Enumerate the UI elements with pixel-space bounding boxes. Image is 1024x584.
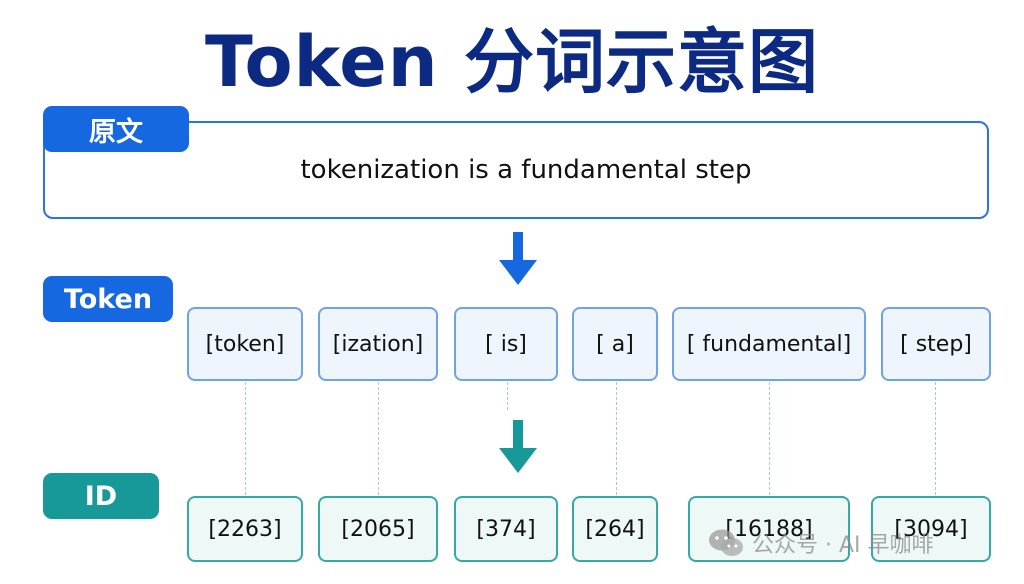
id-box: [2065] [318, 496, 438, 562]
token-box: [ization] [318, 307, 438, 381]
token-box: [ is] [454, 307, 558, 381]
original-text: tokenization is a fundamental step [300, 155, 752, 185]
watermark: 公众号 · AI 早咖啡 [708, 527, 934, 559]
id-box: [264] [572, 496, 658, 562]
token-box: [ fundamental] [672, 307, 866, 381]
token-box: [ step] [881, 307, 991, 381]
connector-line [769, 382, 770, 495]
watermark-text: 公众号 · AI 早咖啡 [752, 533, 934, 558]
original-text-box: tokenization is a fundamental step [43, 121, 989, 219]
connector-line [378, 382, 379, 495]
id-box: [3094] [871, 496, 991, 562]
id-box: [374] [454, 496, 558, 562]
connector-line [245, 382, 246, 495]
connector-line [616, 382, 617, 495]
id-box: [2263] [187, 496, 303, 562]
arrow-down-icon [499, 420, 537, 473]
connector-line [935, 382, 936, 495]
page-title: Token 分词示意图 [205, 21, 819, 103]
connector-line [507, 382, 508, 410]
id-box: [16188] [688, 496, 850, 562]
wechat-icon [709, 529, 743, 556]
token-box: [ a] [572, 307, 658, 381]
label-id: ID [43, 473, 159, 519]
label-original: 原文 [43, 106, 189, 152]
arrow-down-icon [499, 232, 537, 285]
token-box: [token] [187, 307, 303, 381]
label-token: Token [43, 276, 173, 322]
